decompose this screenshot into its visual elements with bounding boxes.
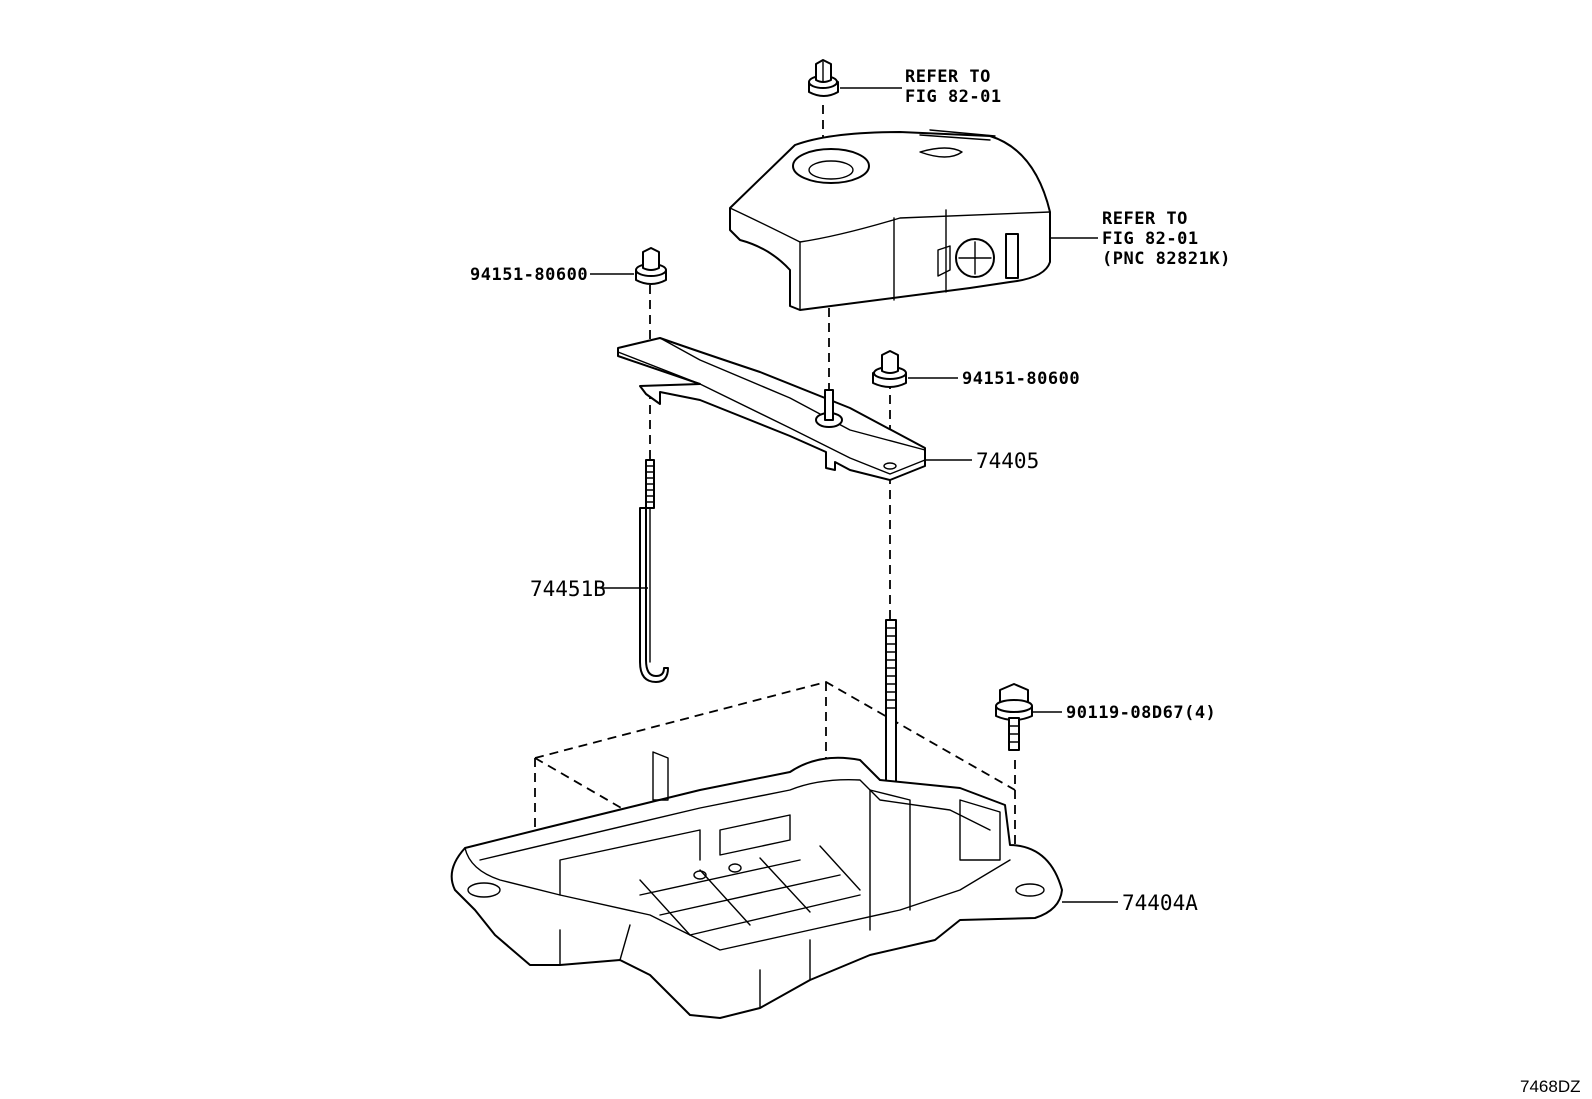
label-tray: 74404A <box>1122 891 1198 915</box>
label-refer-top-2: FIG 82-01 <box>905 87 1002 107</box>
label-nut-left: 94151-80600 <box>470 265 588 285</box>
cover-nut <box>808 59 839 97</box>
battery-clamp <box>617 337 926 481</box>
label-refer-right-1: REFER TO <box>1102 209 1188 229</box>
label-bolt: 90119-08D67(4) <box>1066 703 1216 723</box>
diagram-code: 7468DZ <box>1520 1077 1580 1096</box>
leader-lines <box>590 87 1118 903</box>
right-nut <box>872 350 907 388</box>
battery-tray <box>450 751 1063 1019</box>
tray-bolt <box>995 683 1033 751</box>
label-nut-right: 94151-80600 <box>962 369 1080 389</box>
hook-rod <box>639 459 669 683</box>
part-labels: REFER TO FIG 82-01 REFER TO FIG 82-01 (P… <box>470 67 1580 1096</box>
label-refer-top-1: REFER TO <box>905 67 991 87</box>
left-nut <box>635 247 667 285</box>
battery-cover <box>729 129 1051 311</box>
label-clamp: 74405 <box>976 449 1039 473</box>
label-rod: 74451B <box>530 577 606 601</box>
label-refer-right-3: (PNC 82821K) <box>1102 249 1231 269</box>
label-refer-right-2: FIG 82-01 <box>1102 229 1199 249</box>
